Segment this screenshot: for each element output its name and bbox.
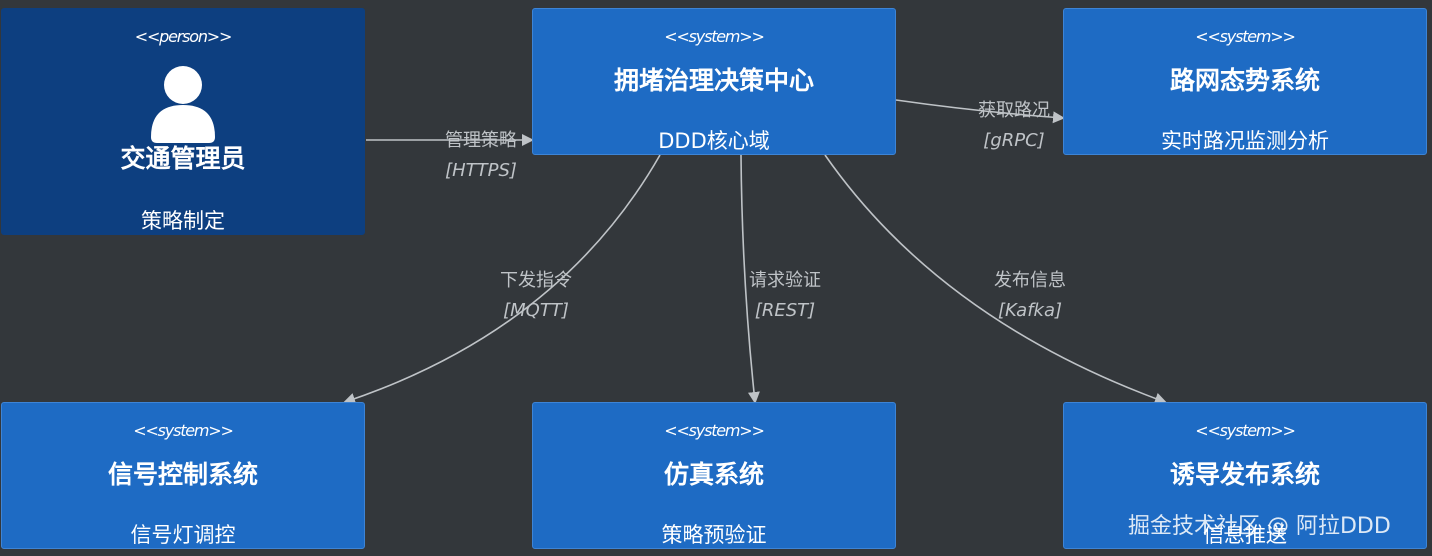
node-title: 交通管理员 bbox=[120, 144, 246, 173]
edge-label-command: 下发指令 [MQTT] bbox=[500, 266, 572, 326]
stereotype-label: <<system>> bbox=[1195, 421, 1296, 440]
node-description: 信号灯调控 bbox=[130, 523, 236, 547]
node-description: DDD核心域 bbox=[658, 129, 770, 153]
edge-label-text: 请求验证 bbox=[749, 270, 821, 291]
edge-label-tech: [HTTPS] bbox=[445, 160, 517, 181]
stereotype-label: <<system>> bbox=[1195, 27, 1296, 46]
edge-fetch-traffic bbox=[895, 99, 1065, 124]
edge-send-command bbox=[343, 154, 661, 405]
edge-label-tech: [REST] bbox=[754, 300, 816, 321]
edge-label-text: 发布信息 bbox=[994, 270, 1066, 291]
edge-request-verify bbox=[740, 154, 760, 404]
stereotype-label: <<system>> bbox=[664, 27, 765, 46]
person-icon bbox=[151, 66, 215, 143]
watermark: 掘金技术社区 @ 阿拉DDD bbox=[1128, 514, 1391, 539]
edge-label-manage: 管理策略 [HTTPS] bbox=[445, 126, 517, 186]
node-description: 信息推送 bbox=[1203, 523, 1287, 547]
stereotype-label: <<system>> bbox=[664, 421, 765, 440]
edge-label-tech: [gRPC] bbox=[983, 130, 1045, 151]
node-title: 诱导发布系统 bbox=[1169, 460, 1320, 489]
edge-publish-info bbox=[824, 154, 1167, 405]
node-congestion-decision-center[interactable]: <<system>> 拥堵治理决策中心 DDD核心域 bbox=[532, 8, 896, 155]
node-road-network-system[interactable]: <<system>> 路网态势系统 实时路况监测分析 bbox=[1063, 8, 1427, 155]
node-title: 仿真系统 bbox=[663, 460, 764, 489]
node-traffic-admin[interactable]: <<person>> 交通管理员 策略制定 bbox=[1, 8, 365, 235]
node-title: 路网态势系统 bbox=[1169, 66, 1320, 95]
node-description: 实时路况监测分析 bbox=[1161, 129, 1329, 153]
edge-label-text: 获取路况 bbox=[978, 100, 1050, 121]
edge-label-tech: [MQTT] bbox=[503, 300, 569, 321]
edge-label-publish: 发布信息 [Kafka] bbox=[994, 266, 1066, 326]
node-description: 策略制定 bbox=[141, 209, 225, 233]
stereotype-label: <<system>> bbox=[133, 421, 234, 440]
edge-label-fetch: 获取路况 [gRPC] bbox=[978, 96, 1050, 156]
node-signal-control-system[interactable]: <<system>> 信号控制系统 信号灯调控 bbox=[1, 402, 365, 549]
node-simulation-system[interactable]: <<system>> 仿真系统 策略预验证 bbox=[532, 402, 896, 549]
node-description: 策略预验证 bbox=[661, 523, 767, 547]
stereotype-label: <<person>> bbox=[134, 27, 233, 46]
node-title: 信号控制系统 bbox=[107, 460, 258, 489]
node-title: 拥堵治理决策中心 bbox=[613, 66, 814, 95]
edge-label-text: 管理策略 bbox=[445, 130, 517, 151]
node-guidance-publish-system[interactable]: <<system>> 诱导发布系统 信息推送 bbox=[1063, 402, 1427, 549]
edge-label-text: 下发指令 bbox=[500, 270, 572, 291]
edge-label-tech: [Kafka] bbox=[997, 300, 1063, 321]
edge-label-verify: 请求验证 [REST] bbox=[749, 266, 821, 326]
